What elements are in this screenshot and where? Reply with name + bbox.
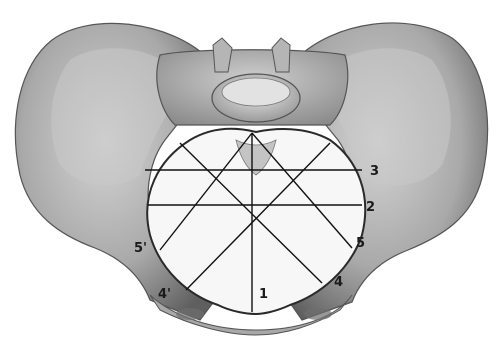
label-5: 5: [356, 236, 365, 251]
label-4-prime: 4': [158, 287, 171, 302]
label-4: 4: [334, 275, 343, 290]
label-1: 1: [259, 287, 268, 302]
left-obturator-opening: [176, 308, 204, 320]
label-2: 2: [366, 200, 375, 215]
label-3: 3: [370, 164, 379, 179]
left-articular-process: [213, 38, 232, 72]
right-obturator-opening: [304, 308, 332, 320]
vertebral-body-top: [222, 78, 290, 106]
right-articular-process: [272, 38, 290, 72]
label-5-prime: 5': [134, 241, 147, 256]
